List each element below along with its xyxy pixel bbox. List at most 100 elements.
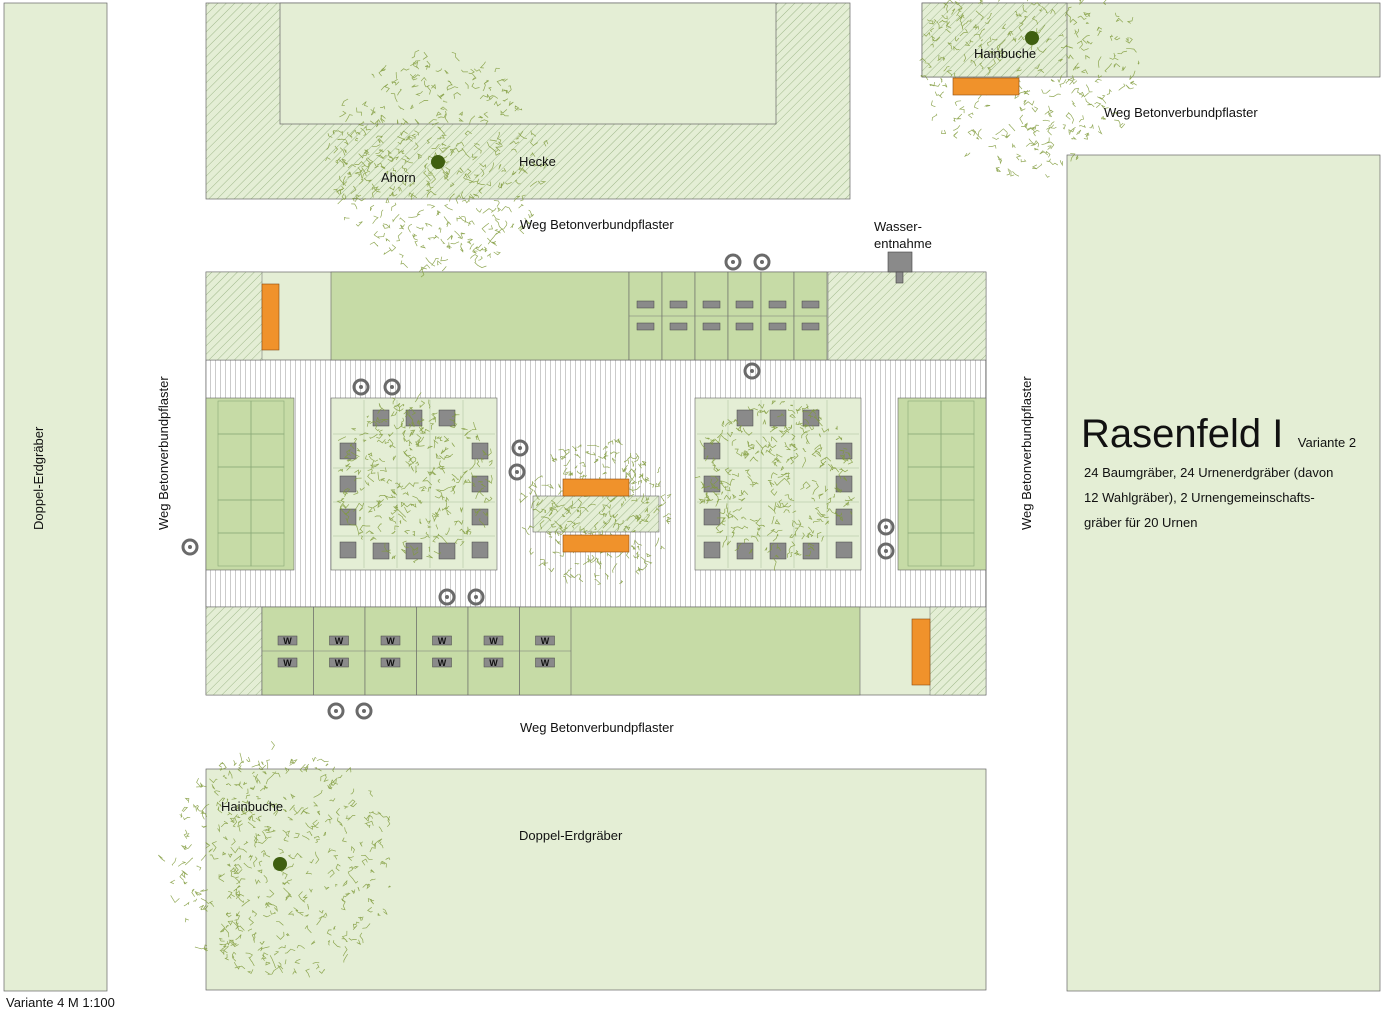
urn-stone — [669, 322, 688, 331]
seat-ring — [355, 702, 373, 720]
seat-icon — [724, 253, 742, 271]
urn-stone — [535, 635, 555, 646]
benches — [261, 77, 1020, 686]
baumgrab-stone — [438, 409, 456, 427]
seat-ring — [511, 439, 529, 457]
seat-icon — [467, 588, 485, 606]
seat-center — [760, 260, 764, 264]
seat-icon — [877, 518, 895, 536]
baumgrab-stone — [769, 409, 787, 427]
seat-icon — [181, 538, 199, 556]
canopy-strokes — [336, 392, 493, 563]
label-doppel-left: Doppel-Erdgräber — [31, 426, 46, 530]
seat-center — [731, 260, 735, 264]
wahlgrab-mark: W — [386, 636, 395, 646]
label-hainbuche-bottom: Hainbuche — [221, 799, 283, 814]
seat-center — [515, 470, 519, 474]
wahlgrab-mark: W — [335, 636, 344, 646]
seat-center — [884, 549, 888, 553]
seat-icon — [352, 378, 370, 396]
info-line-2: 12 Wahlgräber), 2 Urnengemeinschafts- — [1084, 490, 1315, 505]
seat-ring — [352, 378, 370, 396]
water-tap-icon — [887, 251, 913, 284]
seat-ring — [877, 518, 895, 536]
urnenerdgraeber-top-grid — [628, 271, 828, 361]
bench — [911, 618, 931, 686]
label-wasser-2: entnahme — [874, 236, 932, 251]
urn-stone — [801, 300, 820, 309]
tree-canopies — [158, 0, 1140, 978]
urn-stone — [735, 322, 754, 331]
tree-trunk-hainbuche-top — [1025, 31, 1039, 45]
canopy-strokes — [325, 49, 549, 278]
label-wasser-1: Wasser- — [874, 219, 922, 234]
urn-stone — [483, 635, 504, 646]
seat-icon — [743, 362, 761, 380]
seat-center — [188, 545, 192, 549]
info-subtitle: Variante 2 — [1298, 435, 1356, 450]
urn-stone — [768, 300, 787, 309]
seat-center — [362, 709, 366, 713]
label-doppel-bottom: Doppel-Erdgräber — [519, 828, 623, 843]
baumgrab-stone — [471, 508, 489, 526]
seat-icon — [327, 702, 345, 720]
baumgrab-stone — [339, 508, 357, 526]
label-ahorn: Ahorn — [381, 170, 416, 185]
label-hainbuche-top: Hainbuche — [974, 46, 1036, 61]
side-grid-left — [205, 397, 295, 571]
seats — [181, 253, 895, 720]
seat-icon — [355, 702, 373, 720]
bench — [261, 283, 280, 351]
seat-ring — [383, 378, 401, 396]
label-weg-right: Weg Betonverbundpflaster — [1019, 376, 1034, 530]
scale-caption: Variante 4 M 1:100 — [6, 995, 115, 1010]
info-title: Rasenfeld I — [1081, 412, 1283, 456]
top-band-hatch-left — [205, 271, 263, 361]
wahlgrab-mark: W — [283, 636, 292, 646]
urn-stone — [702, 322, 721, 331]
canopy-tree-right-square — [694, 400, 855, 571]
side-grid-right — [897, 397, 987, 571]
side-grid-cell — [940, 532, 975, 567]
seat-ring — [508, 463, 526, 481]
bench — [562, 534, 630, 553]
label-weg-left: Weg Betonverbundpflaster — [156, 376, 171, 530]
baumgrab-stone — [835, 475, 853, 493]
urn-stone — [329, 635, 349, 646]
seat-icon — [877, 542, 895, 560]
baumgrab-stone — [372, 409, 390, 427]
canopy-strokes — [158, 740, 391, 978]
label-hecke: Hecke — [519, 154, 556, 169]
wahlgrab-mark: W — [386, 658, 395, 668]
wahlgrab-mark: W — [489, 658, 498, 668]
seat-ring — [327, 702, 345, 720]
wahlgrab-mark: W — [438, 658, 447, 668]
hecke-inner-lawn — [279, 2, 777, 125]
seat-center — [750, 369, 754, 373]
urn-stone — [735, 300, 754, 309]
seat-ring — [743, 362, 761, 380]
seat-center — [334, 709, 338, 713]
canopy-strokes — [694, 400, 855, 571]
canopy-strokes — [519, 438, 672, 585]
seat-center — [474, 595, 478, 599]
seat-center — [390, 385, 394, 389]
baumgrab-stone — [835, 508, 853, 526]
urn-stone — [329, 657, 349, 668]
urn-stone — [277, 635, 298, 646]
urn-stone — [277, 657, 298, 668]
seat-ring — [467, 588, 485, 606]
seat-icon — [508, 463, 526, 481]
bottom-band-hatch-right — [929, 606, 987, 696]
info-line-1: 24 Baumgräber, 24 Urnenerdgräber (davon — [1084, 465, 1333, 480]
tree-trunk-ahorn — [431, 155, 445, 169]
wahlgrab-mark: W — [335, 658, 344, 668]
bottom-band-hatch-left — [205, 606, 263, 696]
wahlgrab-mark: W — [489, 636, 498, 646]
urn-stone — [801, 322, 820, 331]
baumgrab-stone — [438, 542, 456, 560]
top-band-hatch-right — [827, 271, 987, 361]
urn-stone — [432, 657, 452, 668]
urn-stone — [432, 635, 452, 646]
urn-stone — [669, 300, 688, 309]
